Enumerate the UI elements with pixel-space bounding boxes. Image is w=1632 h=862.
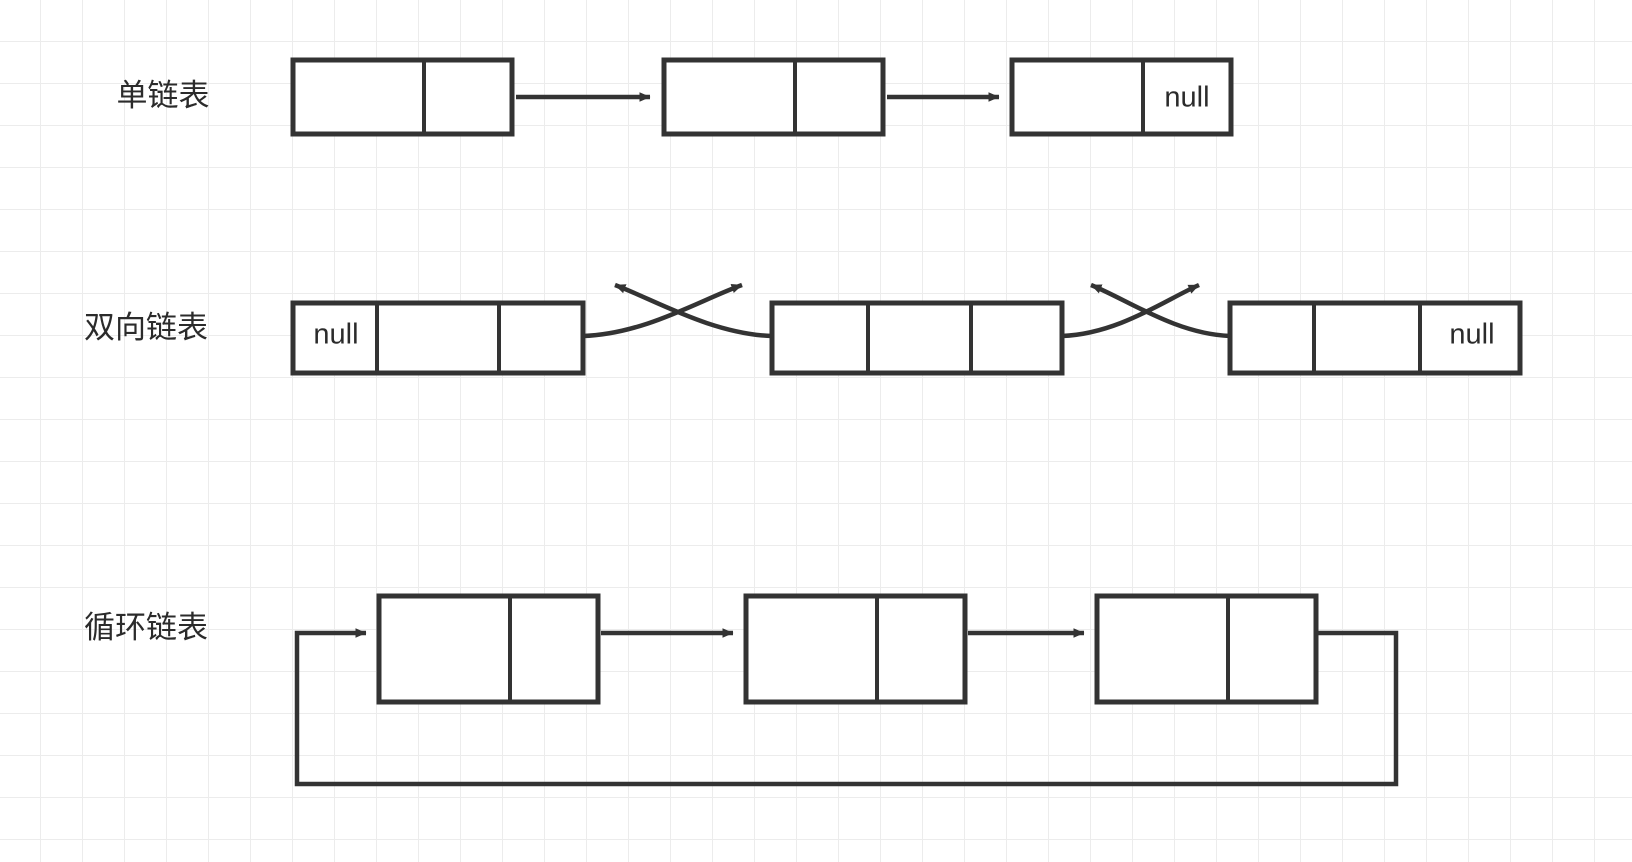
- row-label-doubly: 双向链表: [84, 310, 208, 345]
- node-circular-3: [1094, 593, 1319, 705]
- next-curve-1: [582, 282, 743, 339]
- prev-curve-2: [1090, 282, 1231, 339]
- node-doubly-2: [769, 300, 1065, 376]
- node-circular-1: [376, 593, 601, 705]
- row-circular-linked-list: 循环链表: [84, 593, 1399, 787]
- node-singly-3: null: [1009, 57, 1234, 137]
- node-box: [1009, 57, 1234, 137]
- loop-back-path: [294, 628, 1399, 787]
- node-box: [290, 300, 586, 376]
- node-box: [743, 593, 968, 705]
- cell-text-null: null: [1164, 82, 1209, 114]
- node-singly-2: [661, 57, 886, 137]
- node-box: [769, 300, 1065, 376]
- node-box: [376, 593, 601, 705]
- row-singly-linked-list: 单链表 null: [117, 57, 1234, 137]
- row-label-circular: 循环链表: [84, 610, 208, 645]
- row-doubly-linked-list: 双向链表 null null: [84, 282, 1523, 376]
- node-box: [661, 57, 886, 137]
- node-box: [1227, 300, 1523, 376]
- row-label-singly: 单链表: [117, 78, 210, 113]
- node-doubly-1: null: [290, 300, 586, 376]
- cell-text-prev-null: null: [313, 319, 358, 351]
- next-curve-2: [1061, 282, 1200, 339]
- node-box: [1094, 593, 1319, 705]
- node-singly-1: [290, 57, 515, 137]
- node-circular-2: [743, 593, 968, 705]
- cell-text-next-null: null: [1449, 319, 1494, 351]
- node-doubly-3: null: [1227, 300, 1523, 376]
- node-box: [290, 57, 515, 137]
- prev-curve-1: [614, 282, 773, 339]
